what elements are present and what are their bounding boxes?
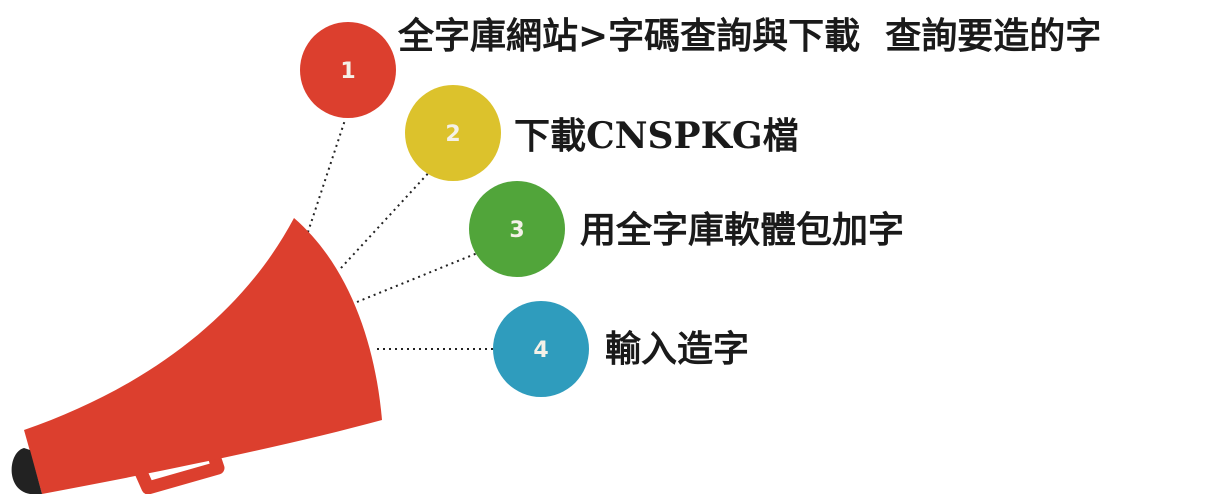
step-label-1: 全字庫網站>字碼查詢與下載 查詢要造的字 (398, 15, 1102, 57)
connector-2 (340, 167, 434, 269)
step-circle-1 (300, 22, 396, 118)
step-label-2: 下載CNSPKG檔 (514, 115, 799, 157)
step-number-3: 3 (509, 218, 524, 243)
step-number-4: 4 (533, 338, 548, 363)
connector-3 (356, 251, 481, 303)
megaphone-mouthpiece (11, 448, 42, 494)
megaphone-body (24, 218, 382, 494)
step-circle-4 (493, 301, 589, 397)
step-label-3: 用全字庫軟體包加字 (580, 209, 905, 251)
connector-1 (305, 119, 346, 239)
step-number-1: 1 (340, 59, 355, 84)
step-circle-3 (469, 181, 565, 277)
step-circle-2 (405, 85, 501, 181)
step-number-2: 2 (445, 122, 460, 147)
step-label-4: 輸入造字 (605, 328, 750, 370)
